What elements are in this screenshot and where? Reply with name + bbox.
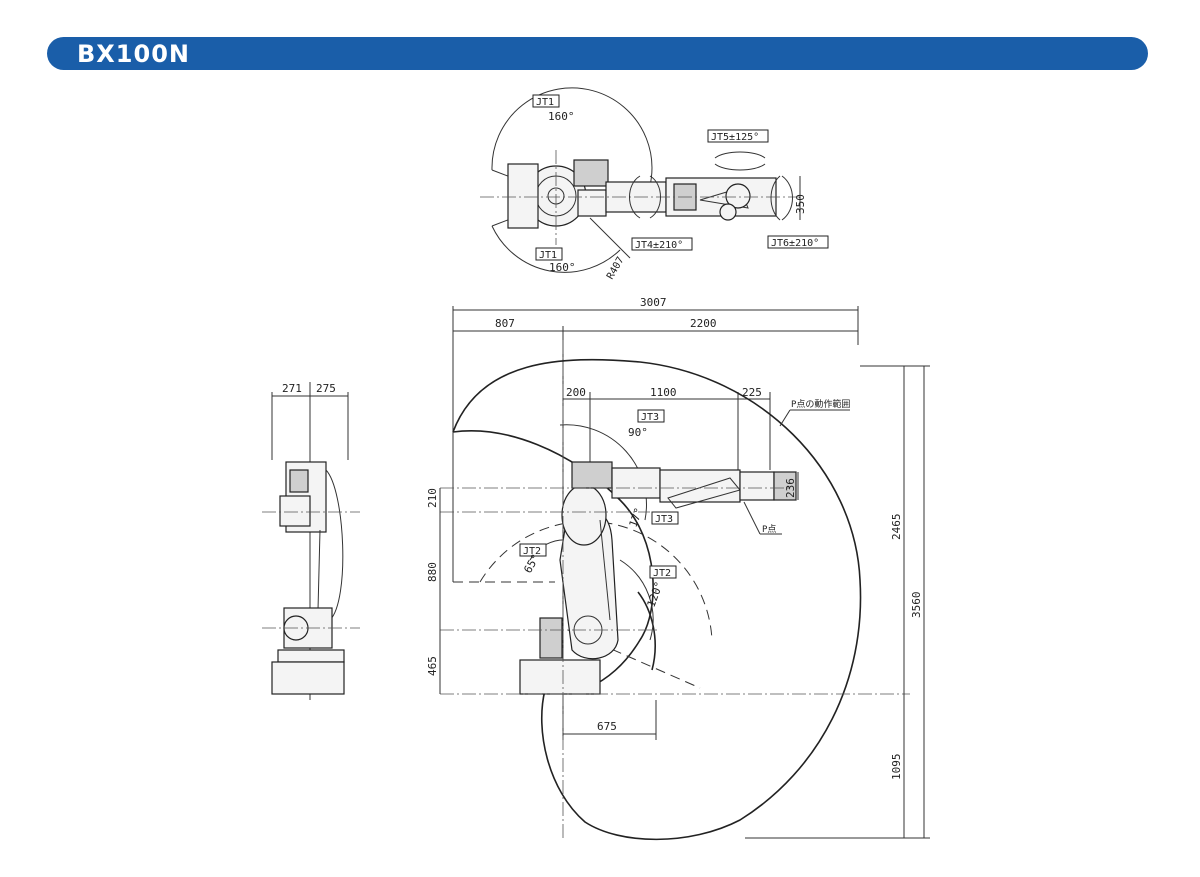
dim-200: 200 xyxy=(566,386,586,399)
jt2-right-label: JT2 xyxy=(653,568,671,579)
front-view: 271 275 xyxy=(262,382,360,700)
jt6-label: JT6±210° xyxy=(771,238,819,249)
dim-880: 880 xyxy=(426,562,439,582)
dim-271: 271 xyxy=(282,382,302,395)
jt3-upper-angle: 90° xyxy=(628,426,648,439)
jt2-left-label: JT2 xyxy=(523,546,541,557)
dim-350: 350 xyxy=(794,194,807,214)
upper-arm-motor xyxy=(571,461,613,489)
p-point-motion-envelope xyxy=(452,358,862,841)
p-point-leader xyxy=(743,501,761,535)
cable xyxy=(325,469,344,621)
dim-1100: 1100 xyxy=(650,386,677,399)
page-title: BX100N xyxy=(77,39,190,68)
dim-2465: 2465 xyxy=(890,514,903,541)
p-range-leader xyxy=(779,409,791,427)
motor-housing xyxy=(577,189,607,217)
jt1-motor xyxy=(539,617,563,659)
side-view: 3007 807 2200 200 1100 225 xyxy=(426,296,930,841)
jt2-left-label-box xyxy=(519,543,547,557)
wrist xyxy=(739,471,775,501)
title-bar: BX100N xyxy=(47,37,1148,70)
jt1-bottom-label: JT1 xyxy=(539,250,557,261)
wrist-joint xyxy=(725,183,751,209)
radius-leader xyxy=(589,217,631,259)
upper-arm xyxy=(611,467,661,499)
dim-236: 236 xyxy=(784,478,797,498)
link-rod xyxy=(317,529,321,611)
dim-275: 275 xyxy=(316,382,336,395)
wrist-joint xyxy=(719,203,737,221)
dim-3007: 3007 xyxy=(640,296,667,309)
jt3-upper-label: JT3 xyxy=(641,412,659,423)
base-flange xyxy=(277,649,345,663)
jt5-label-box xyxy=(707,129,769,143)
jt1-range-arc xyxy=(491,87,653,211)
jt2-right-label-box xyxy=(649,565,677,579)
jt1-top-label-box xyxy=(532,94,560,108)
jt6-rotation-arrow xyxy=(781,175,793,221)
jt4-rotation-arrow xyxy=(629,175,641,219)
base xyxy=(271,661,345,695)
flange xyxy=(773,471,797,501)
motor xyxy=(289,469,309,493)
jt1-bottom-label-box xyxy=(535,247,563,261)
jt6-label-box xyxy=(767,235,829,249)
base-plate xyxy=(507,163,539,229)
dim-225: 225 xyxy=(742,386,762,399)
jt6-rotation-arrow xyxy=(770,175,781,221)
top-view: 350 R407 JT1 160° JT1 160° JT5±125° JT4±… xyxy=(480,87,829,282)
jt3-range-arc xyxy=(559,424,647,521)
jt5-rotation-arrow xyxy=(714,163,766,171)
jt2-right-angle: 120° xyxy=(645,580,666,609)
jt1-range-arc-lower xyxy=(491,225,621,273)
jt1-top-angle: 160° xyxy=(548,110,575,123)
jt4-rotation-arrow xyxy=(649,175,661,219)
dim-3560: 3560 xyxy=(910,592,923,619)
dim-675: 675 xyxy=(597,720,617,733)
jt1-bottom-angle: 160° xyxy=(549,261,576,274)
jt3-lower-label: JT3 xyxy=(655,514,673,525)
dim-2200: 2200 xyxy=(690,317,717,330)
jt1-top-label: JT1 xyxy=(536,97,554,108)
jt3-upper-label-box xyxy=(637,409,665,423)
robot-base xyxy=(519,659,601,695)
gear-box xyxy=(279,495,311,527)
jt5-label: JT5±125° xyxy=(711,132,759,143)
dim-210: 210 xyxy=(426,488,439,508)
dim-1095: 1095 xyxy=(890,754,903,781)
link-rod xyxy=(599,519,611,621)
motor-housing xyxy=(573,159,609,187)
jt2-right-arc xyxy=(619,559,654,641)
jt5-rotation-arrow xyxy=(714,151,766,159)
jt3-joint-housing xyxy=(561,484,607,546)
p-point-label: P点 xyxy=(762,524,776,535)
dim-465: 465 xyxy=(426,656,439,676)
jt3-lower-angle: 17° xyxy=(627,506,646,529)
p-point-range-label: P点の動作範囲 xyxy=(791,398,850,410)
jt4-label-box xyxy=(631,237,693,251)
jt3-lower-label-box xyxy=(651,511,679,525)
jt4-label: JT4±210° xyxy=(635,240,683,251)
dim-807: 807 xyxy=(495,317,515,330)
